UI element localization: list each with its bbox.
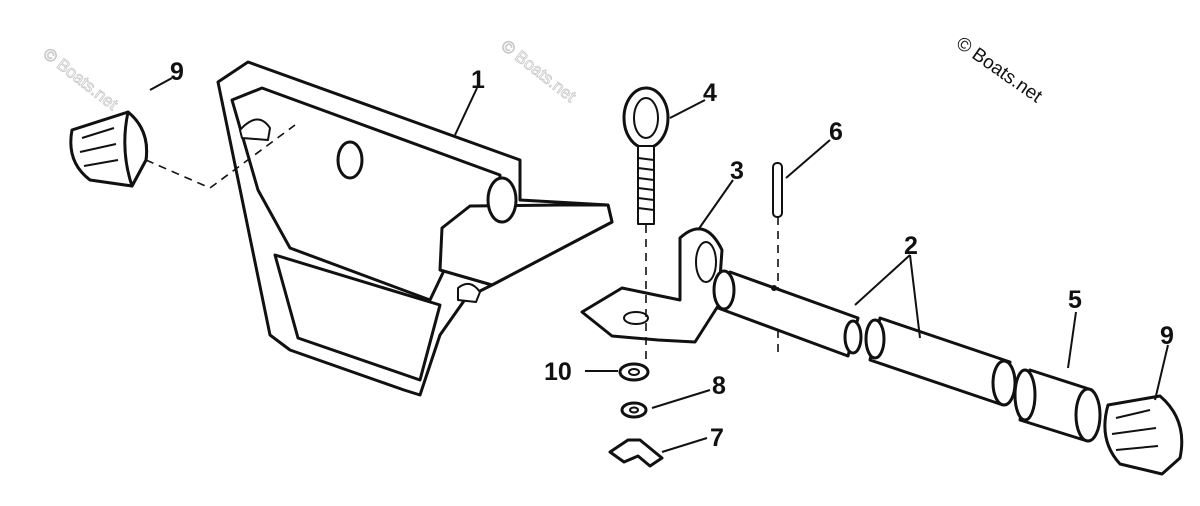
knob-cap-right	[1103, 394, 1184, 476]
knob-cap-left	[69, 110, 149, 188]
transom-bracket	[216, 60, 614, 397]
callout-4: 4	[703, 79, 717, 107]
callout-10: 10	[544, 358, 572, 386]
tube-right	[864, 316, 1017, 407]
leader-lines	[149, 77, 1169, 453]
eye-bolt	[622, 86, 670, 225]
roll-pin	[772, 162, 783, 218]
wing-nut	[608, 438, 664, 468]
watermark-center: © Boats.net	[498, 36, 580, 106]
callout-6: 6	[829, 118, 843, 146]
callout-9-right: 9	[1160, 322, 1174, 350]
callout-2: 2	[904, 232, 918, 260]
watermark-left: © Boats.net	[40, 44, 122, 114]
callout-3: 3	[730, 157, 744, 185]
watermarks: © Boats.net © Boats.net © Boats.net	[39, 33, 1046, 115]
callout-8: 8	[712, 372, 726, 400]
flat-washer	[620, 401, 648, 419]
callout-7: 7	[710, 424, 724, 452]
lock-washer	[618, 362, 650, 382]
callout-9-left: 9	[170, 58, 184, 86]
callout-1: 1	[471, 66, 485, 94]
callout-5: 5	[1068, 286, 1082, 314]
watermark-right: © Boats.net	[952, 33, 1046, 108]
sleeve	[1013, 368, 1102, 443]
assembly-lines	[145, 124, 779, 362]
tube-left	[712, 269, 863, 358]
callout-labels: 9 1 4 3 6 2 5 9 10 8 7	[170, 58, 1174, 452]
angle-bracket	[580, 227, 724, 344]
